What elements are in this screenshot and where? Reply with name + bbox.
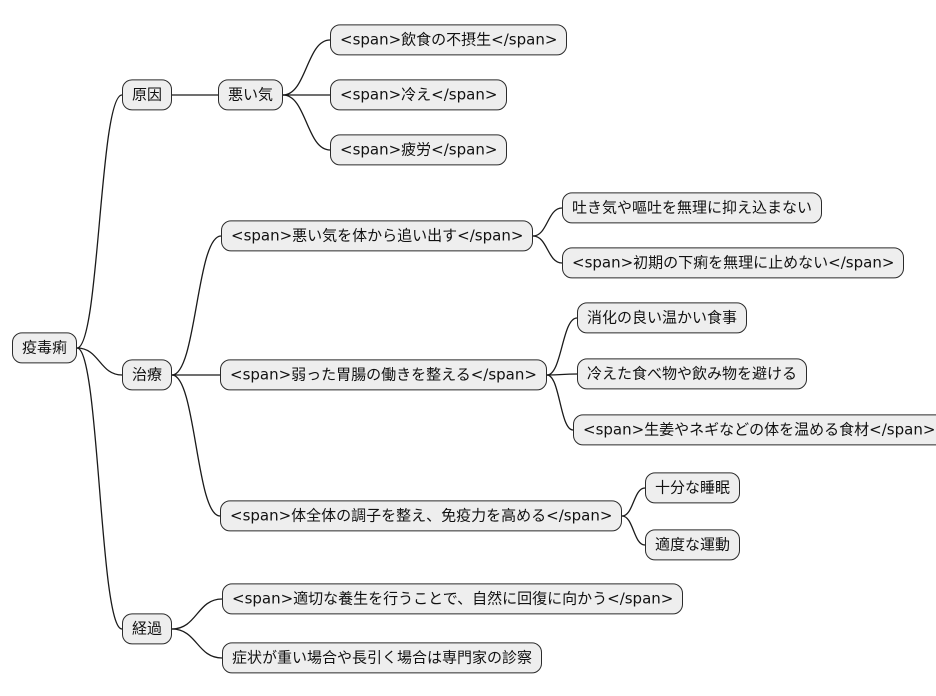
node-shoka[interactable]: 消化の良い温かい食事 <box>577 302 748 334</box>
node-shokigeri[interactable]: <span>初期の下痢を無理に止めない</span> <box>562 247 905 279</box>
node-chiryo[interactable]: 治療 <box>122 359 173 391</box>
node-keika[interactable]: 経過 <box>122 613 173 645</box>
node-karada[interactable]: <span>体全体の調子を整え、免疫力を高める</span> <box>220 500 623 532</box>
link-icho-shoka <box>546 317 578 376</box>
node-hie[interactable]: <span>冷え</span> <box>330 79 508 111</box>
link-keika-yojo <box>171 598 223 630</box>
node-suimin[interactable]: 十分な睡眠 <box>645 472 741 504</box>
node-shojo[interactable]: 症状が重い場合や長引く場合は専門家の診察 <box>222 642 543 674</box>
link-karada-suimin <box>621 487 646 517</box>
link-waruiki-hiro <box>282 94 331 151</box>
node-undo[interactable]: 適度な運動 <box>645 529 741 561</box>
node-inshoku[interactable]: <span>飲食の不摂生</span> <box>330 24 568 56</box>
node-genin[interactable]: 原因 <box>122 79 173 111</box>
link-waruiki-inshoku <box>282 39 331 96</box>
node-waruiki[interactable]: 悪い気 <box>218 79 284 111</box>
node-icho[interactable]: <span>弱った胃腸の働きを整える</span> <box>220 359 547 391</box>
node-hiro[interactable]: <span>疲労</span> <box>330 134 508 166</box>
node-hieta[interactable]: 冷えた食べ物や飲み物を避ける <box>577 358 808 390</box>
link-root-keika <box>76 347 123 630</box>
node-root[interactable]: 疫毒痢 <box>12 332 78 364</box>
link-icho-hieta <box>546 373 578 376</box>
node-oidasu[interactable]: <span>悪い気を体から追い出す</span> <box>221 220 534 252</box>
link-chiryo-oidasu <box>171 235 222 376</box>
link-karada-undo <box>621 515 646 546</box>
link-oidasu-hakike <box>532 207 563 237</box>
link-root-genin <box>76 94 123 349</box>
link-chiryo-karada <box>171 374 221 517</box>
link-keika-shojo <box>171 628 223 659</box>
node-hakike[interactable]: 吐き気や嘔吐を無理に抑え込まない <box>562 192 823 224</box>
link-oidasu-shokigeri <box>532 235 563 264</box>
link-root-chiryo <box>76 347 123 376</box>
node-shoga[interactable]: <span>生姜やネギなどの体を温める食材</span> <box>573 414 936 446</box>
node-yojo[interactable]: <span>適切な養生を行うことで、自然に回復に向かう</span> <box>222 583 684 615</box>
link-icho-shoga <box>546 374 574 431</box>
